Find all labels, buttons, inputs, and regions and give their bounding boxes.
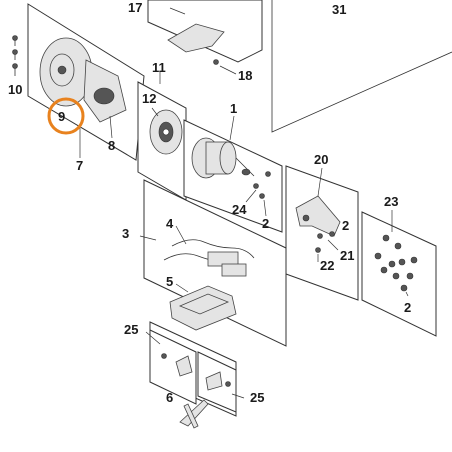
callout-6[interactable]: 6 bbox=[166, 390, 173, 405]
panel-part-11 bbox=[137, 72, 187, 201]
callout-8[interactable]: 8 bbox=[108, 138, 115, 153]
callout-1[interactable]: 1 bbox=[230, 101, 237, 116]
part-12-impeller[interactable] bbox=[149, 109, 183, 155]
callout-5[interactable]: 5 bbox=[166, 274, 173, 289]
callout-24[interactable]: 24 bbox=[232, 202, 247, 217]
callout-9-highlight-ring[interactable] bbox=[47, 97, 85, 135]
part-8-fan-housing[interactable] bbox=[39, 37, 127, 123]
panel-part-7 bbox=[12, 3, 145, 161]
part-18-screw[interactable] bbox=[213, 59, 219, 65]
panel-part-20 bbox=[285, 165, 359, 301]
callout-25-lower[interactable]: 25 bbox=[250, 390, 264, 405]
panel-part-6 bbox=[145, 321, 245, 429]
callout-18[interactable]: 18 bbox=[238, 68, 252, 83]
part-17-tray[interactable] bbox=[167, 23, 225, 53]
panel-part-31 bbox=[271, 0, 452, 133]
part-6-tool[interactable] bbox=[179, 399, 209, 429]
callout-3[interactable]: 3 bbox=[122, 226, 129, 241]
part-21-22-screws[interactable] bbox=[315, 231, 335, 253]
callout-7[interactable]: 7 bbox=[76, 158, 83, 173]
callout-2-nuts[interactable]: 2 bbox=[404, 300, 411, 315]
part-24-screws[interactable] bbox=[253, 171, 271, 199]
callout-2-bracket[interactable]: 2 bbox=[342, 218, 349, 233]
callout-17[interactable]: 17 bbox=[128, 0, 142, 15]
callout-10[interactable]: 10 bbox=[8, 82, 22, 97]
callout-25-upper[interactable]: 25 bbox=[124, 322, 138, 337]
panel-part-17 bbox=[147, 0, 263, 75]
callout-20[interactable]: 20 bbox=[314, 152, 328, 167]
callout-11[interactable]: 11 bbox=[152, 60, 166, 75]
callout-2-motor[interactable]: 2 bbox=[262, 216, 269, 231]
panel-part-1 bbox=[183, 115, 283, 233]
part-10-screws[interactable] bbox=[12, 35, 18, 77]
part-1-motor[interactable] bbox=[191, 137, 255, 179]
part-23-nuts[interactable] bbox=[374, 234, 418, 292]
panel-part-23 bbox=[361, 210, 437, 337]
callout-22[interactable]: 22 bbox=[320, 258, 334, 273]
callout-12[interactable]: 12 bbox=[142, 91, 156, 106]
part-5-control-board[interactable] bbox=[169, 285, 237, 331]
panel-part-3 bbox=[139, 179, 287, 347]
part-25-connector-b[interactable] bbox=[205, 371, 231, 391]
part-25-connector-a[interactable] bbox=[161, 353, 193, 377]
callout-4[interactable]: 4 bbox=[166, 216, 174, 231]
part-4-wiring-harness[interactable] bbox=[163, 239, 255, 277]
callout-23[interactable]: 23 bbox=[384, 194, 398, 209]
callout-21[interactable]: 21 bbox=[340, 248, 354, 263]
callout-31[interactable]: 31 bbox=[332, 2, 346, 17]
callout-9[interactable]: 9 bbox=[58, 109, 65, 124]
